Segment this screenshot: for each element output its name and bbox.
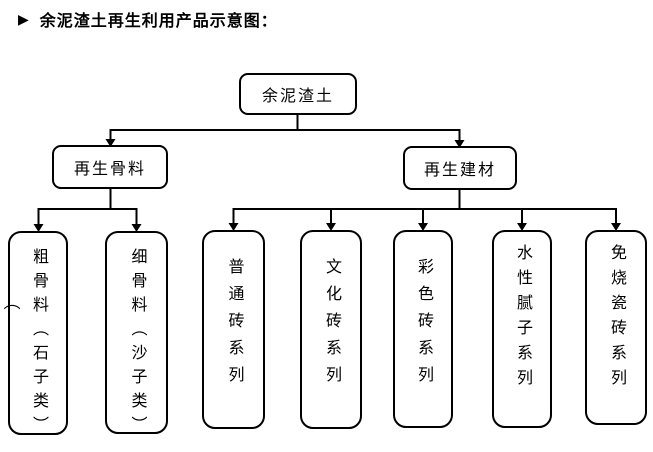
node-common-brick-series-label: 普通砖系列	[225, 258, 243, 393]
node-recycled-aggregate-label: 再生骨料	[73, 161, 146, 178]
node-culture-brick-series-label: 文化砖系列	[323, 258, 340, 393]
node-recycled-aggregate: 再生骨料	[52, 145, 168, 189]
node-unfired-tile-series-label: 免烧瓷砖系列	[608, 244, 625, 394]
arrowhead-materials	[454, 140, 465, 148]
node-culture-brick-series: 文化砖系列	[300, 230, 362, 429]
node-coarse-aggregate: 粗骨料（石子类）	[8, 231, 68, 435]
diagram-title: ▶ 余泥渣土再生利用产品示意图：	[18, 7, 278, 31]
node-color-brick-series: 彩色砖系列	[393, 230, 453, 428]
node-unfired-tile-series: 免烧瓷砖系列	[585, 230, 647, 425]
arrowhead-aggregate	[105, 139, 116, 147]
arrowhead-putty	[517, 223, 527, 231]
node-common-brick-series: 普通砖系列	[202, 230, 265, 429]
diagram-title-text: 余泥渣土再生利用产品示意图：	[39, 13, 278, 30]
node-root-label: 余泥渣土	[261, 88, 334, 105]
node-recycled-materials: 再生建材	[403, 146, 517, 190]
arrowhead-color-brick	[418, 223, 428, 231]
node-recycled-materials-label: 再生建材	[423, 162, 496, 179]
arrowhead-culture-brick	[326, 223, 336, 231]
arrowhead-common-brick	[228, 223, 239, 231]
node-water-putty-series: 水性腻子系列	[492, 230, 552, 428]
node-water-putty-series-label: 水性腻子系列	[514, 244, 531, 394]
node-color-brick-series-label: 彩色砖系列	[415, 258, 432, 393]
arrowhead-coarse	[33, 224, 44, 232]
triangle-bullet-icon: ▶	[18, 11, 29, 27]
node-fine-aggregate: 细骨料（沙子类）	[105, 231, 168, 434]
arrowhead-tile	[611, 223, 621, 231]
stray-paren-glyph: （	[1, 293, 21, 310]
node-root: 余泥渣土	[239, 73, 357, 115]
node-coarse-aggregate-label: 粗骨料（石子类）	[30, 248, 47, 435]
node-fine-aggregate-label: 细骨料（沙子类）	[128, 248, 146, 434]
arrowhead-fine	[131, 224, 142, 232]
